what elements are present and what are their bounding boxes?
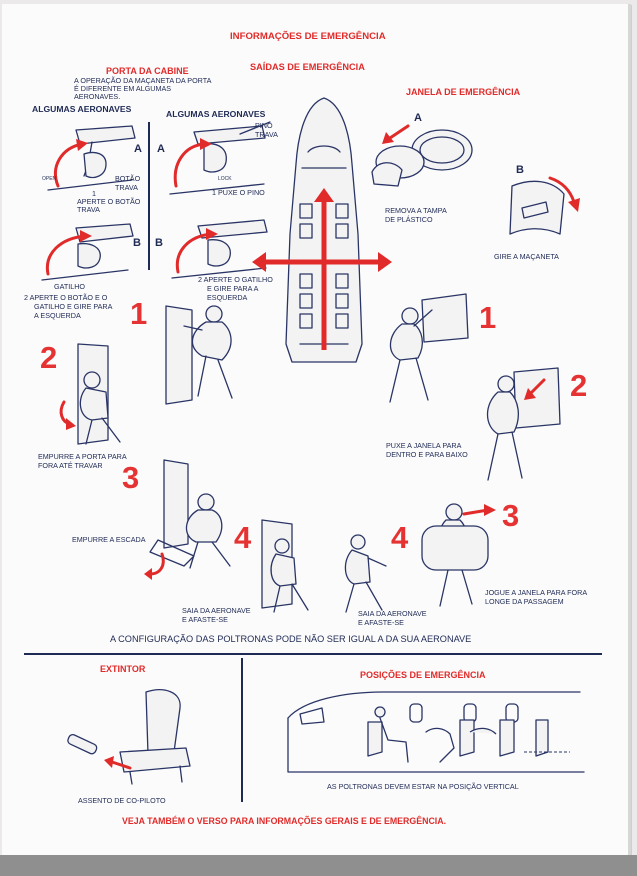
- left-column-heading: ALGUMAS AERONAVES: [32, 104, 132, 114]
- window-pull-line2: DENTRO E PARA BAIXO: [386, 450, 468, 459]
- door-step1-figure: [165, 305, 233, 405]
- left-step2-line2: GATILHO E GIRE PARA: [34, 302, 113, 311]
- callout-pin-2: TRAVA: [255, 130, 278, 139]
- window-step-number-2: 2: [570, 368, 588, 403]
- label-a-right: A: [157, 143, 165, 155]
- left-step1-line2: TRAVA: [77, 205, 100, 214]
- window-step3-figure: [421, 503, 496, 607]
- callout-button-1: BOTÃO: [115, 174, 141, 183]
- window-leave-line1: SAIA DA AERONAVE: [358, 609, 427, 618]
- section-dividers: [24, 653, 602, 802]
- right-column-heading: ALGUMAS AERONAVES: [166, 109, 266, 119]
- door-leave-line2: E AFASTE-SE: [182, 615, 228, 624]
- cabin-seats: [299, 203, 349, 329]
- right-step2-line2: E GIRE PARA A: [207, 284, 259, 293]
- right-step2-line3: ESQUERDA: [207, 293, 248, 302]
- copilot-seat-extinguisher-illustration: [67, 689, 191, 785]
- window-throw-line2: LONGE DA PASSAGEM: [485, 597, 564, 606]
- right-step1: 1 PUXE O PINO: [212, 188, 265, 197]
- window-label-a: A: [414, 112, 422, 124]
- cabin-door-note-3: AERONAVES.: [74, 92, 121, 101]
- door-step-number-1: 1: [130, 296, 148, 331]
- brace-positions-illustration: [287, 691, 585, 773]
- card-title: INFORMAÇÕES DE EMERGÊNCIA: [230, 31, 386, 42]
- callout-pin-1: PINO: [255, 121, 273, 130]
- door-step3-figure: [149, 459, 231, 569]
- window-handle-illustration: [509, 176, 580, 235]
- window-step4-figure: [344, 534, 387, 613]
- door-handle-b-left-illustration: [41, 223, 134, 281]
- card-subtitle: SAÍDAS DE EMERGÊNCIA: [250, 62, 365, 72]
- window-step-number-4: 4: [391, 520, 409, 555]
- cabin-door-title: PORTA DA CABINE: [106, 66, 189, 76]
- window-pull-line1: PUXE A JANELA PARA: [386, 441, 462, 450]
- window-cover-illustration: [371, 124, 473, 187]
- window-step-number-3: 3: [502, 498, 520, 533]
- door-step-number-3: 3: [122, 460, 140, 495]
- door-push-stairs: EMPURRE A ESCADA: [72, 535, 146, 544]
- card-footer: VEJA TAMBÉM O VERSO PARA INFORMAÇÕES GER…: [122, 816, 447, 826]
- label-a-left: A: [134, 143, 142, 155]
- window-step-a-line1: REMOVA A TAMPA: [385, 206, 447, 215]
- window-step1-figure: [389, 293, 469, 403]
- left-step1-number: 1: [92, 189, 96, 198]
- door-step4-figure: [261, 519, 309, 613]
- door-step-number-2: 2: [40, 340, 58, 375]
- door-step2-figure: [59, 343, 121, 445]
- positions-caption: AS POLTRONAS DEVEM ESTAR NA POSIÇÃO VERT…: [327, 782, 519, 791]
- extinguisher-caption: ASSENTO DE CO-PILOTO: [78, 796, 166, 805]
- cabin-door-note-2: É DIFERENTE EM ALGUMAS: [74, 84, 172, 93]
- cabin-door-note-1: A OPERAÇÃO DA MAÇANETA DA PORTA: [74, 76, 212, 85]
- door-push-line1: EMPURRE A PORTA PARA: [38, 452, 127, 461]
- window-exit-title: JANELA DE EMERGÊNCIA: [406, 87, 521, 97]
- window-throw-line1: JOGUE A JANELA PARA FORA: [485, 588, 588, 597]
- door-push-line2: FORA ATÉ TRAVAR: [38, 461, 103, 470]
- door-handle-a-left-illustration: OPEN: [42, 125, 136, 191]
- door-handle-b-right-illustration: [171, 219, 268, 279]
- window-step-number-1: 1: [479, 300, 497, 335]
- positions-title: POSIÇÕES DE EMERGÊNCIA: [360, 670, 486, 680]
- window-step2-figure: [486, 367, 561, 481]
- door-column-divider: [148, 122, 150, 270]
- door-step-number-4: 4: [234, 520, 252, 555]
- left-step1-line1: APERTE O BOTÃO: [77, 197, 141, 206]
- label-b-left: B: [133, 237, 141, 249]
- exit-cross-arrows: [252, 188, 392, 350]
- window-step-a-line2: DE PLÁSTICO: [385, 215, 433, 224]
- open-mark-a-left: OPEN: [42, 176, 57, 182]
- seat-configuration-note: A CONFIGURAÇÃO DAS POLTRONAS PODE NÃO SE…: [110, 634, 472, 644]
- right-step2-line1: 2 APERTE O GATILHO: [198, 275, 273, 284]
- door-handle-a-right-illustration: LOCK: [169, 121, 271, 195]
- background-strip: [0, 855, 637, 876]
- left-step2-line3: A ESQUERDA: [34, 311, 81, 320]
- extinguisher-title: EXTINTOR: [100, 664, 146, 674]
- window-leave-line2: E AFASTE-SE: [358, 618, 404, 627]
- safety-card: INFORMAÇÕES DE EMERGÊNCIA SAÍDAS DE EMER…: [2, 4, 631, 859]
- label-b-right: B: [155, 237, 163, 249]
- left-step2-line1: 2 APERTE O BOTÃO E O: [24, 293, 108, 302]
- stairs-arrow: [144, 552, 165, 580]
- callout-button-2: TRAVA: [115, 183, 138, 192]
- callout-trigger: GATILHO: [54, 282, 86, 291]
- window-label-b: B: [516, 164, 524, 176]
- door-leave-line1: SAIA DA AERONAVE: [182, 606, 251, 615]
- window-step-b: GIRE A MAÇANETA: [494, 252, 559, 261]
- lock-mark-a-right: LOCK: [218, 176, 232, 182]
